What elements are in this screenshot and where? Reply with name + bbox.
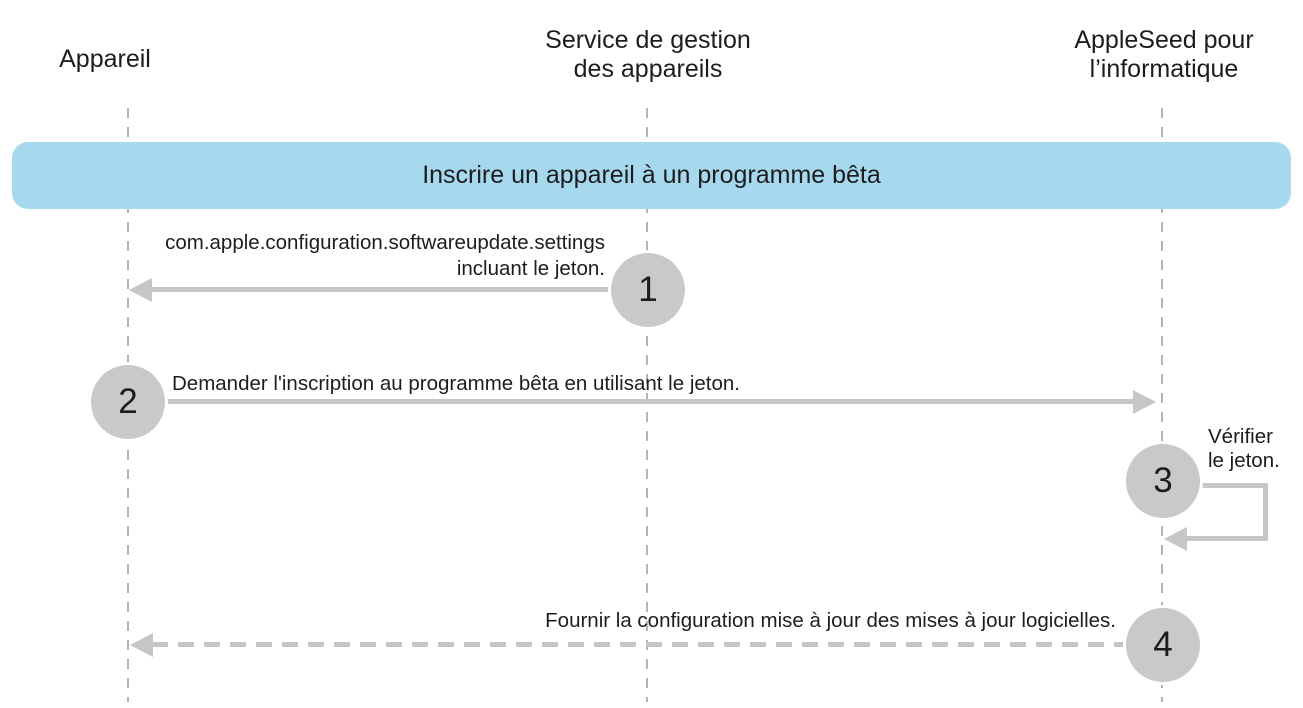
step1-number: 1 bbox=[638, 270, 658, 309]
step3-self-loop-line bbox=[1182, 483, 1268, 541]
step4-arrow-line bbox=[152, 642, 1124, 647]
step2-label-line: Demander l'inscription au programme bêta… bbox=[172, 372, 740, 395]
lifeline-appleseed bbox=[1161, 108, 1163, 702]
step4-arrowhead-left-icon bbox=[130, 633, 153, 657]
step1-arrowhead-left-icon bbox=[129, 278, 152, 302]
step4-label-line: Fournir la configuration mise à jour des… bbox=[545, 609, 1116, 632]
step1-label-line: incluant le jeton. bbox=[456, 257, 605, 280]
actor-label-line: Appareil bbox=[59, 45, 151, 73]
step1-label: com.apple.configuration.softwareupdate.s… bbox=[140, 230, 605, 282]
step3-label: Vérifier le jeton. bbox=[1208, 425, 1280, 473]
step1-circle: 1 bbox=[611, 253, 685, 327]
step1-label-line: com.apple.configuration.softwareupdate.s… bbox=[165, 231, 605, 254]
actor-label-line: l’informatique bbox=[1089, 55, 1239, 83]
step2-label: Demander l'inscription au programme bêta… bbox=[172, 371, 740, 397]
step4-label: Fournir la configuration mise à jour des… bbox=[400, 608, 1116, 634]
actor-label-line: Service de gestion bbox=[545, 26, 751, 54]
step4-number: 4 bbox=[1153, 625, 1173, 664]
step3-arrowhead-left-icon bbox=[1164, 527, 1187, 551]
step2-arrow-line bbox=[165, 399, 1133, 404]
step3-number: 3 bbox=[1153, 461, 1173, 500]
step3-label-line: Vérifier bbox=[1208, 425, 1273, 448]
title-banner-label: Inscrire un appareil à un programme bêta bbox=[422, 161, 881, 189]
step3-circle: 3 bbox=[1126, 444, 1200, 518]
actor-header-service-gestion: Service de gestion des appareils bbox=[498, 26, 798, 84]
actor-label-line: des appareils bbox=[573, 55, 723, 83]
step2-circle: 2 bbox=[91, 365, 165, 439]
step1-arrow-line bbox=[150, 287, 613, 292]
title-banner: Inscrire un appareil à un programme bêta bbox=[12, 142, 1291, 209]
actor-header-appareil: Appareil bbox=[5, 45, 205, 74]
step2-arrowhead-right-icon bbox=[1133, 390, 1156, 414]
step3-label-line: le jeton. bbox=[1208, 449, 1280, 472]
lifeline-service-gestion bbox=[646, 108, 648, 702]
step4-circle: 4 bbox=[1126, 608, 1200, 682]
actor-header-appleseed: AppleSeed pour l’informatique bbox=[1014, 26, 1303, 84]
actor-label-line: AppleSeed pour bbox=[1074, 26, 1254, 54]
step2-number: 2 bbox=[118, 382, 138, 421]
